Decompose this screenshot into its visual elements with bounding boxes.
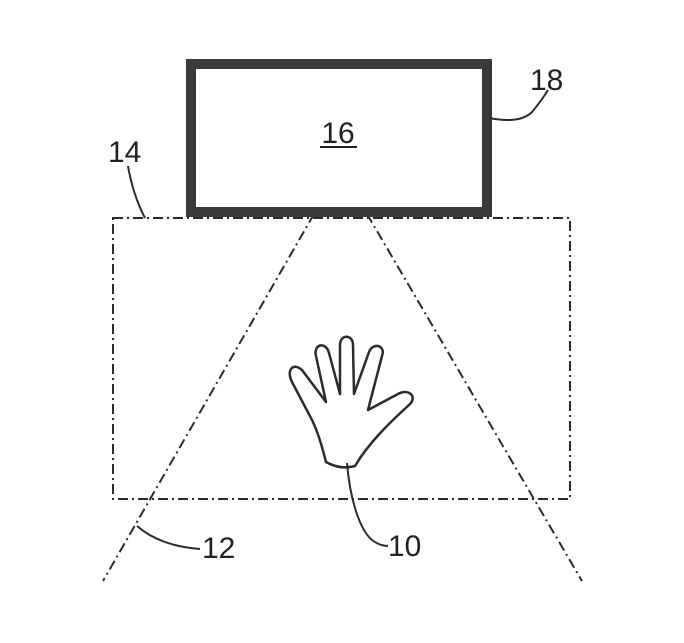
hand-leader-line	[346, 462, 389, 547]
field-of-view-leader-line	[136, 525, 201, 550]
housing-leader-line	[488, 89, 549, 121]
device-label: 16	[321, 117, 354, 150]
field-of-view-left-edge	[102, 213, 315, 582]
detection-zone-rect	[112, 217, 571, 500]
field-of-view-label: 12	[202, 532, 235, 565]
housing-label: 18	[530, 64, 563, 97]
device-housing	[186, 59, 492, 217]
detection-zone-leader-line	[127, 165, 146, 219]
hand-outline	[288, 335, 414, 469]
detection-zone-label: 14	[108, 136, 141, 169]
hand-label: 10	[388, 530, 421, 563]
field-of-view-right-edge	[366, 213, 583, 582]
